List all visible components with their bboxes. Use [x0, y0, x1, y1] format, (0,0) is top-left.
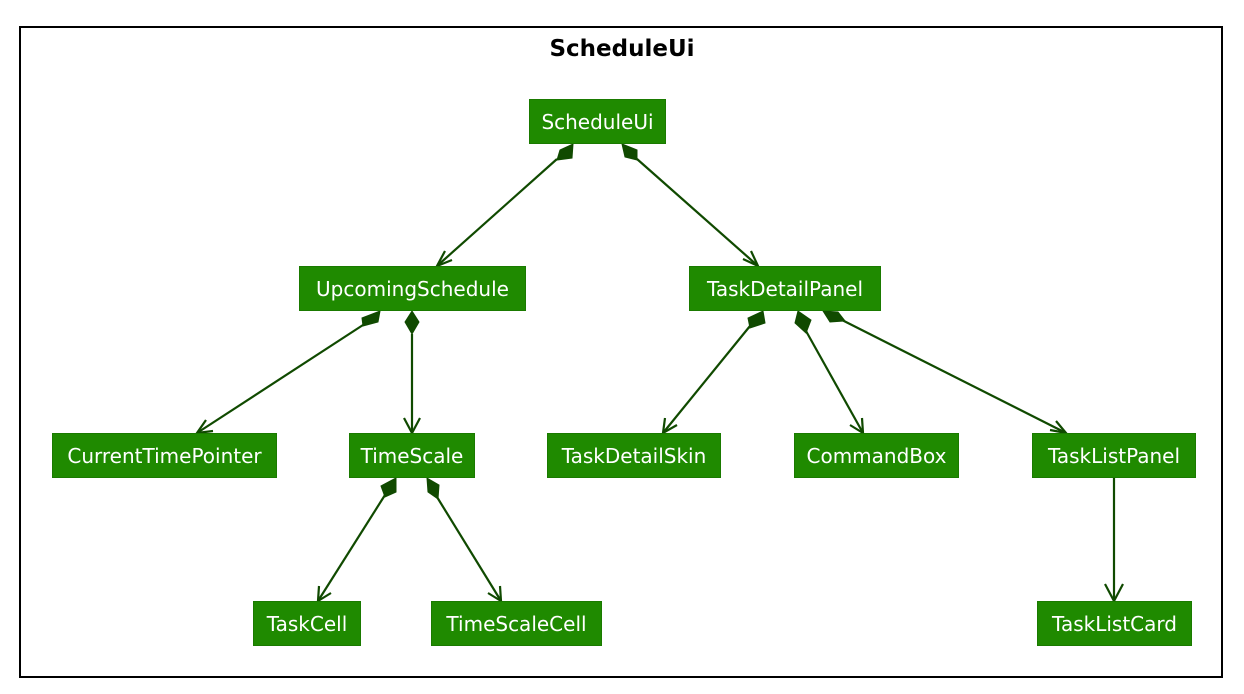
frame-title: ScheduleUi [549, 36, 695, 62]
composition-diamond [556, 143, 574, 161]
edge-timescale-taskcell [317, 494, 386, 602]
edge-timescale-timescalecell [436, 496, 502, 602]
node-taskdetailpanel: TaskDetailPanel [689, 266, 881, 311]
node-upcomingschedule: UpcomingSchedule [299, 266, 526, 311]
composition-diamond [404, 310, 420, 335]
node-tasklistcard: TaskListCard [1037, 601, 1192, 646]
node-scheduleui: ScheduleUi [529, 99, 666, 144]
arrowhead [487, 585, 503, 604]
composition-diamond [380, 477, 397, 498]
node-tasklistpanel: TaskListPanel [1032, 433, 1196, 478]
edge-taskdetailpanel-taskdetailskin [662, 325, 751, 434]
edge-scheduleui-upcomingschedule [436, 158, 558, 267]
edge-taskdetailpanel-tasklistpanel [841, 319, 1067, 434]
composition-diamond [794, 310, 812, 334]
node-taskcell: TaskCell [253, 601, 361, 646]
node-timescalecell: TimeScaleCell [431, 601, 602, 646]
composition-diamond [822, 310, 846, 323]
node-commandbox: CommandBox [794, 433, 959, 478]
composition-diamond [621, 143, 638, 161]
node-timescale: TimeScale [349, 433, 475, 478]
edge-scheduleui-taskdetailpanel [636, 158, 759, 267]
composition-diamond [361, 310, 381, 327]
composition-diamond [426, 477, 440, 500]
arrowhead [316, 585, 332, 604]
node-currenttimepointer: CurrentTimePointer [52, 433, 277, 478]
diagram-frame [19, 26, 1223, 678]
edge-taskdetailpanel-commandbox [805, 330, 864, 434]
node-taskdetailskin: TaskDetailSkin [547, 433, 721, 478]
edge-upcomingschedule-currenttimepointer [196, 324, 364, 434]
composition-diamond [747, 310, 766, 329]
